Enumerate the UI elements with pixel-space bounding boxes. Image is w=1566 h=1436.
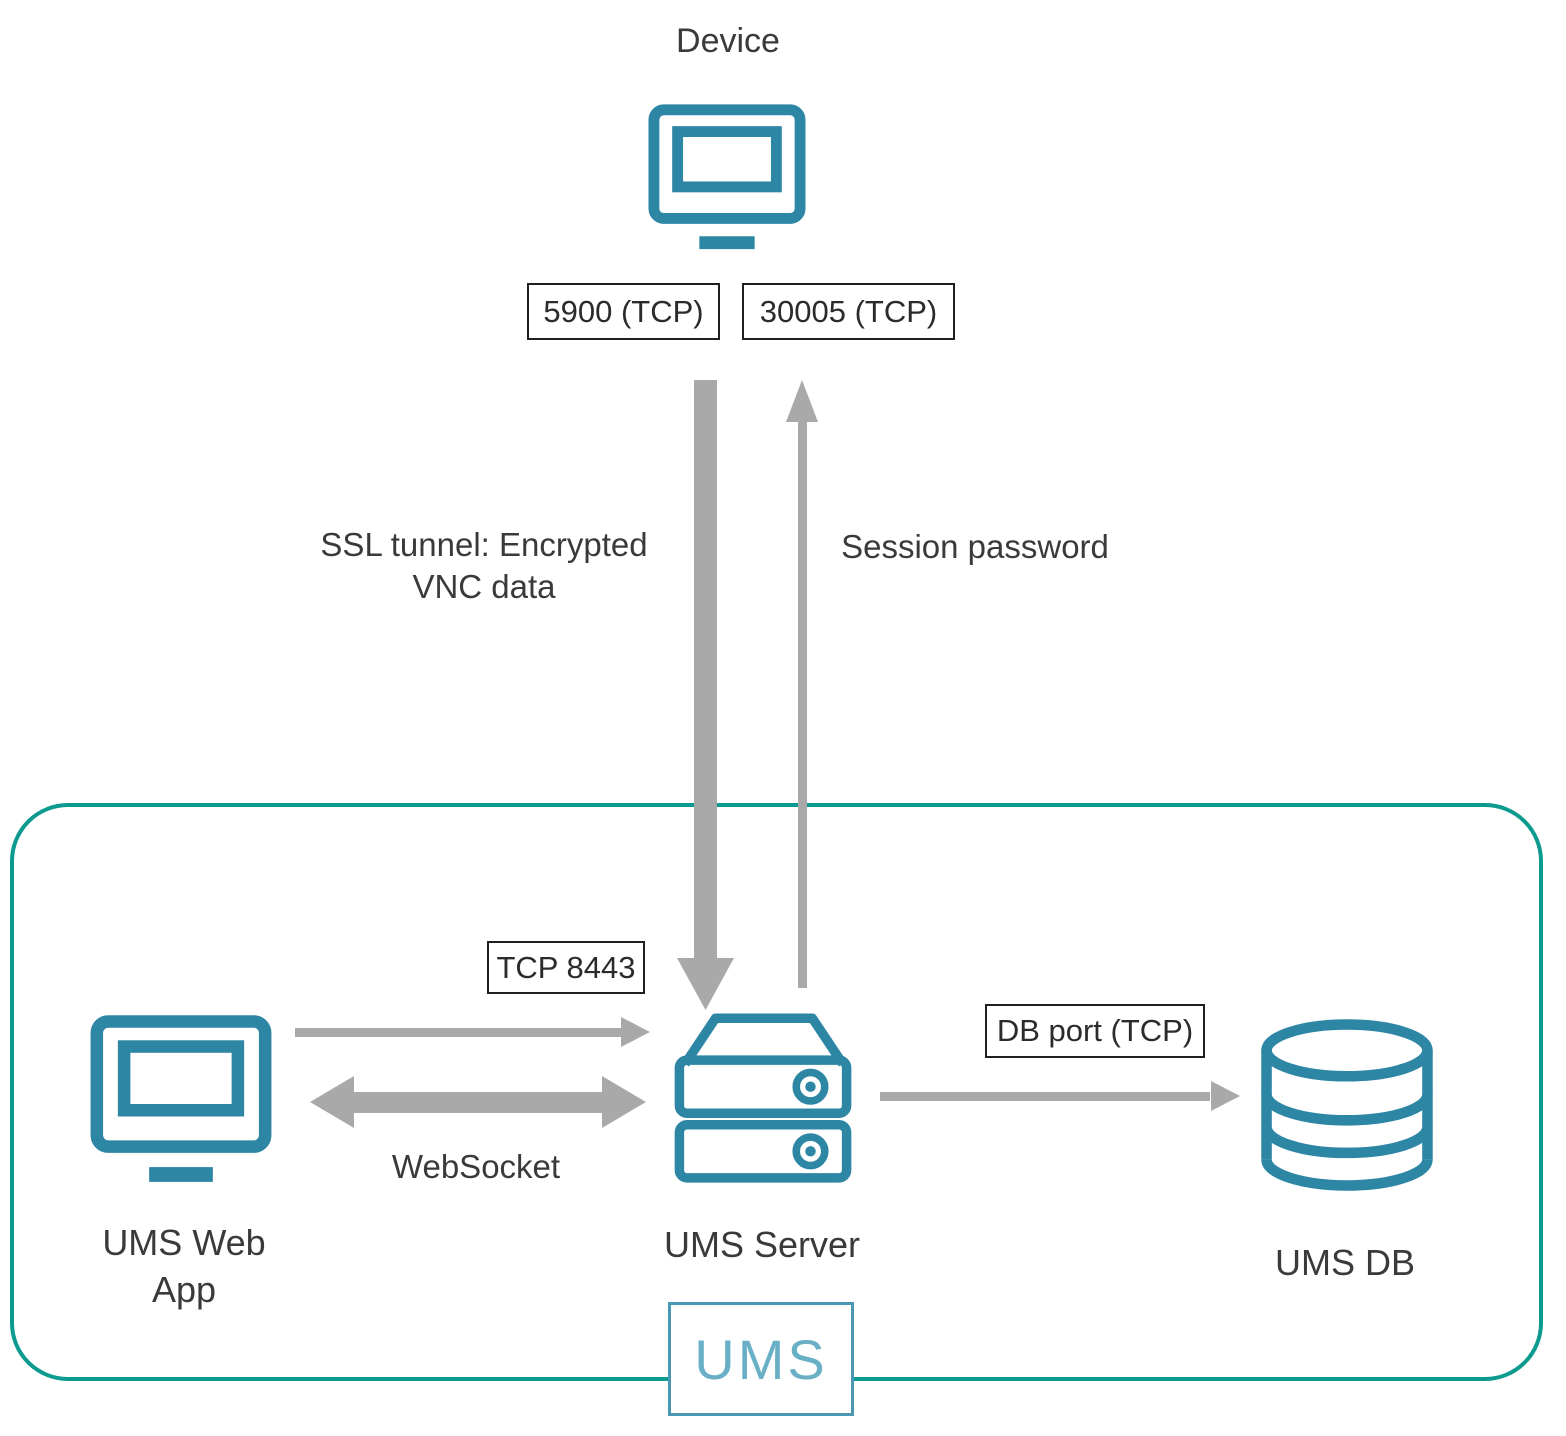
web-app-monitor-icon <box>90 1014 272 1186</box>
port-box-30005: 30005 (TCP) <box>742 283 955 340</box>
web-app-label: UMS Web App <box>102 1222 266 1310</box>
websocket-label: WebSocket <box>391 1148 561 1185</box>
db-cylinder-icon <box>1252 1014 1442 1196</box>
port-box-5900: 5900 (TCP) <box>527 283 720 340</box>
device-monitor-icon <box>648 103 806 253</box>
tcp-8443-label: TCP 8443 <box>496 949 636 985</box>
db-port-box: DB port (TCP) <box>985 1004 1205 1058</box>
tcp-8443-box: TCP 8443 <box>487 941 645 994</box>
ums-boundary-label-box: UMS <box>668 1302 854 1416</box>
server-icon <box>668 1002 858 1198</box>
ums-boundary-label: UMS <box>694 1327 828 1391</box>
port-30005-label: 30005 (TCP) <box>759 293 938 329</box>
port-5900-label: 5900 (TCP) <box>543 293 704 329</box>
ssl-tunnel-label: SSL tunnel: Encrypted VNC data <box>320 526 648 606</box>
db-port-label: DB port (TCP) <box>996 1013 1194 1048</box>
db-label: UMS DB <box>1274 1242 1415 1283</box>
server-label: UMS Server <box>663 1224 861 1265</box>
device-label: Device <box>676 22 780 60</box>
session-password-label: Session password <box>841 528 1109 565</box>
